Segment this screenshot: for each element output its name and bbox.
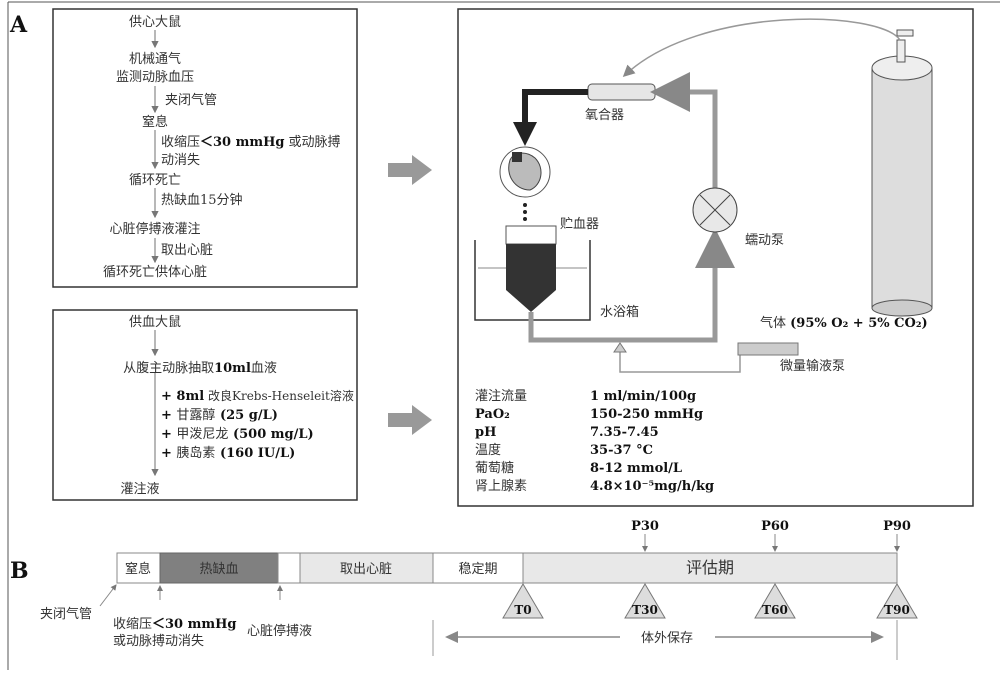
arrow-label: 动消失 xyxy=(161,153,200,168)
micro-pump-icon xyxy=(737,342,799,356)
arrow-label: 取出心脏 xyxy=(161,243,213,258)
step: 机械通气 xyxy=(129,51,181,67)
param-name: pH xyxy=(475,425,496,440)
annotation: 收缩压＜30 mmHg xyxy=(113,616,237,632)
additive: + 8ml 改良Krebs-Henseleit溶液 xyxy=(161,388,354,404)
p-marker: P90 xyxy=(883,519,911,534)
annotation: 心脏停搏液 xyxy=(247,623,312,639)
additive: + 胰岛素 (160 IU/L) xyxy=(161,445,295,461)
step: 循环死亡 xyxy=(129,173,181,188)
oxygenator-icon xyxy=(587,83,656,101)
gas-label: 气体 (95% O₂ + 5% CO₂) xyxy=(760,315,928,331)
segment-label: 稳定期 xyxy=(458,561,497,577)
segment-label: 评估期 xyxy=(686,558,734,577)
param-value: 1 ml/min/100g xyxy=(590,389,696,404)
segment xyxy=(116,552,161,584)
step: 心脏停搏液灌注 xyxy=(109,221,200,237)
param-name: 葡萄糖 xyxy=(475,460,514,476)
param-value: 7.35-7.45 xyxy=(590,425,659,440)
water-bath-label: 水浴箱 xyxy=(600,304,639,320)
ex-vivo-label: 体外保存 xyxy=(641,631,693,646)
t-marker: T30 xyxy=(632,603,658,617)
triangle-marker-icon xyxy=(754,583,796,619)
oxygenator-label: 氧合器 xyxy=(585,108,624,123)
reservoir-label: 贮血器 xyxy=(560,217,599,232)
additive: + 甲泼尼龙 (500 mg/L) xyxy=(161,427,314,442)
param-name: 肾上腺素 xyxy=(475,479,527,494)
pump-label: 蠕动泵 xyxy=(745,233,784,248)
segment xyxy=(432,552,524,584)
segment-label: 窒息 xyxy=(125,561,151,577)
perfusate-end: 灌注液 xyxy=(120,482,159,497)
perfusion-apparatus: 氧合器 贮血器 水浴箱 蠕动泵 微量输液泵 气体 (95% O₂ + 5% CO… xyxy=(457,8,974,507)
t-marker: T60 xyxy=(762,603,788,617)
param-name: PaO₂ xyxy=(475,407,510,422)
p-marker: P60 xyxy=(761,519,789,534)
triangle-marker-icon xyxy=(876,583,918,619)
annotation: 夹闭气管 xyxy=(40,606,92,622)
blood-draw: 从腹主动脉抽取10ml血液 xyxy=(123,360,277,376)
t-marker: T0 xyxy=(514,603,531,617)
segment-label: 取出心脏 xyxy=(340,562,392,577)
param-name: 温度 xyxy=(475,442,501,458)
arrow-label: 热缺血15分钟 xyxy=(161,192,243,208)
param-name: 灌注流量 xyxy=(475,389,527,404)
triangle-marker-icon xyxy=(624,583,666,619)
right-arrow-icon xyxy=(388,155,432,185)
segment-label: 热缺血 xyxy=(199,562,238,577)
segment xyxy=(522,552,898,584)
p-marker: P30 xyxy=(631,519,659,534)
reservoir-icon xyxy=(505,225,557,245)
param-value: 4.8×10⁻⁵mg/h/kg xyxy=(590,479,714,494)
perfusate-start: 供血大鼠 xyxy=(129,315,181,330)
parameter-table: 灌注流量 1 ml/min/100g PaO₂ 150-250 mmHg pH … xyxy=(475,389,714,494)
additive: + 甘露醇 (25 g/L) xyxy=(161,407,278,423)
step: 循环死亡供体心脏 xyxy=(103,265,207,280)
triangle-marker-icon xyxy=(502,583,544,619)
step: 供心大鼠 xyxy=(129,15,181,30)
perfusate-flowchart: 供血大鼠 从腹主动脉抽取10ml血液 + 8ml 改良Krebs-Hensele… xyxy=(52,309,358,501)
segment xyxy=(299,552,434,584)
arrow-label: 夹闭气管 xyxy=(165,92,217,108)
annotation: 或动脉搏动消失 xyxy=(113,633,204,649)
micro-pump-label: 微量输液泵 xyxy=(780,358,845,374)
t-marker: T90 xyxy=(884,603,910,617)
step: 监测动脉血压 xyxy=(116,70,194,85)
param-value: 35-37 °C xyxy=(590,443,653,458)
timeline: 窒息 热缺血 取出心脏 稳定期 评估期 P30 P60 P90 T0 T30 T… xyxy=(40,519,918,660)
panel-a-label: A xyxy=(9,12,28,38)
step: 窒息 xyxy=(142,114,168,130)
param-value: 8-12 mmol/L xyxy=(590,461,682,476)
param-value: 150-250 mmHg xyxy=(590,407,703,422)
segment xyxy=(277,552,301,584)
panel-b-label: B xyxy=(10,558,29,584)
gas-cylinder-icon xyxy=(871,29,933,317)
right-arrow-icon xyxy=(388,405,432,435)
